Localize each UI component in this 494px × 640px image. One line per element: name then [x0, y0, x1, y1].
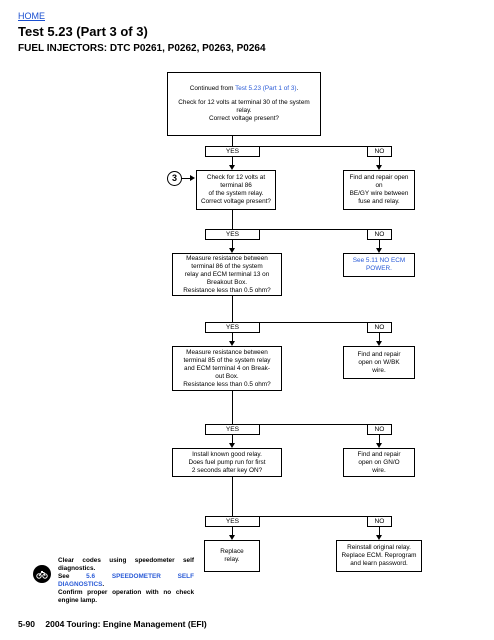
connector — [232, 296, 233, 322]
yes-label: YES — [205, 322, 260, 333]
no-label: NO — [367, 516, 392, 527]
book-title: 2004 Touring: Engine Management (EFI) — [45, 619, 207, 629]
clear-codes-note: Clear codes using speedometer self diagn… — [58, 557, 194, 604]
start-line2: Check for 12 volts at terminal 30 of the… — [178, 99, 310, 114]
arrow-down-icon — [376, 341, 382, 346]
home-link[interactable]: HOME — [18, 11, 45, 21]
arrow-down-icon — [229, 341, 235, 346]
final-yes-box: Replace relay. — [204, 540, 260, 572]
arrow-down-icon — [376, 443, 382, 448]
page-subtitle: FUEL INJECTORS: DTC P0261, P0262, P0263,… — [18, 43, 266, 54]
connector — [379, 527, 380, 537]
connector — [232, 210, 233, 229]
yes-label: YES — [205, 146, 260, 157]
arrow-down-icon — [229, 535, 235, 540]
no-label: NO — [367, 229, 392, 240]
action-box-4: Find and repair open on GN/O wire. — [343, 448, 415, 477]
yes-label: YES — [205, 229, 260, 240]
connector — [232, 146, 379, 147]
final-no-box: Reinstall original relay. Replace ECM. R… — [336, 540, 422, 572]
arrow-down-icon — [376, 248, 382, 253]
connector — [232, 424, 379, 425]
arrow-down-icon — [376, 165, 382, 170]
connector — [232, 527, 233, 537]
start-line3: Correct voltage present? — [209, 115, 279, 122]
arrow-down-icon — [229, 443, 235, 448]
speedometer-diagnostics-link[interactable]: 5.6 SPEEDOMETER SELF DIAGNOSTICS — [58, 573, 194, 588]
page-number: 5-90 — [18, 619, 36, 629]
question-box-4: Install known good relay. Does fuel pump… — [172, 448, 282, 477]
connector — [232, 435, 233, 445]
connector — [379, 333, 380, 343]
connector — [232, 240, 233, 250]
question-box-2: Measure resistance between terminal 86 o… — [172, 253, 282, 296]
see-line: See 5.6 SPEEDOMETER SELF DIAGNOSTICS. — [58, 573, 194, 588]
connector — [232, 157, 233, 167]
start-line1: Continued from Test 5.23 (Part 1 of 3). — [189, 85, 299, 92]
connector — [232, 322, 379, 323]
connector — [232, 477, 233, 516]
no-ecm-power-link[interactable]: See 5.11 NO ECM POWER. — [352, 257, 406, 272]
connector — [182, 178, 192, 179]
arrow-down-icon — [229, 165, 235, 170]
page-footer: 5-90 2004 Touring: Engine Management (EF… — [18, 619, 215, 629]
no-label: NO — [367, 322, 392, 333]
yes-label: YES — [205, 424, 260, 435]
start-box: Continued from Test 5.23 (Part 1 of 3). … — [167, 72, 321, 136]
connector — [232, 516, 379, 517]
question-box-1: Check for 12 volts at terminal 86 of the… — [196, 170, 276, 210]
yes-label: YES — [205, 516, 260, 527]
test-part1-link[interactable]: Test 5.23 (Part 1 of 3) — [235, 85, 297, 92]
connector — [232, 229, 379, 230]
connector — [232, 333, 233, 343]
connector — [379, 157, 380, 167]
page-title: Test 5.23 (Part 3 of 3) — [18, 24, 148, 39]
step-marker: 3 — [167, 171, 182, 186]
action-box-3: Find and repair open on W/BK wire. — [343, 346, 415, 379]
action-box-2: See 5.11 NO ECM POWER. — [343, 253, 415, 277]
connector — [232, 136, 233, 146]
question-box-3: Measure resistance between terminal 85 o… — [172, 346, 282, 391]
motorcycle-icon — [33, 565, 51, 583]
arrow-down-icon — [376, 535, 382, 540]
arrow-down-icon — [229, 248, 235, 253]
action-box-1: Find and repair open on BE/GY wire betwe… — [343, 170, 415, 210]
connector — [379, 435, 380, 445]
arrow-right-icon — [190, 175, 195, 181]
connector — [232, 391, 233, 424]
no-label: NO — [367, 146, 392, 157]
no-label: NO — [367, 424, 392, 435]
connector — [379, 240, 380, 250]
